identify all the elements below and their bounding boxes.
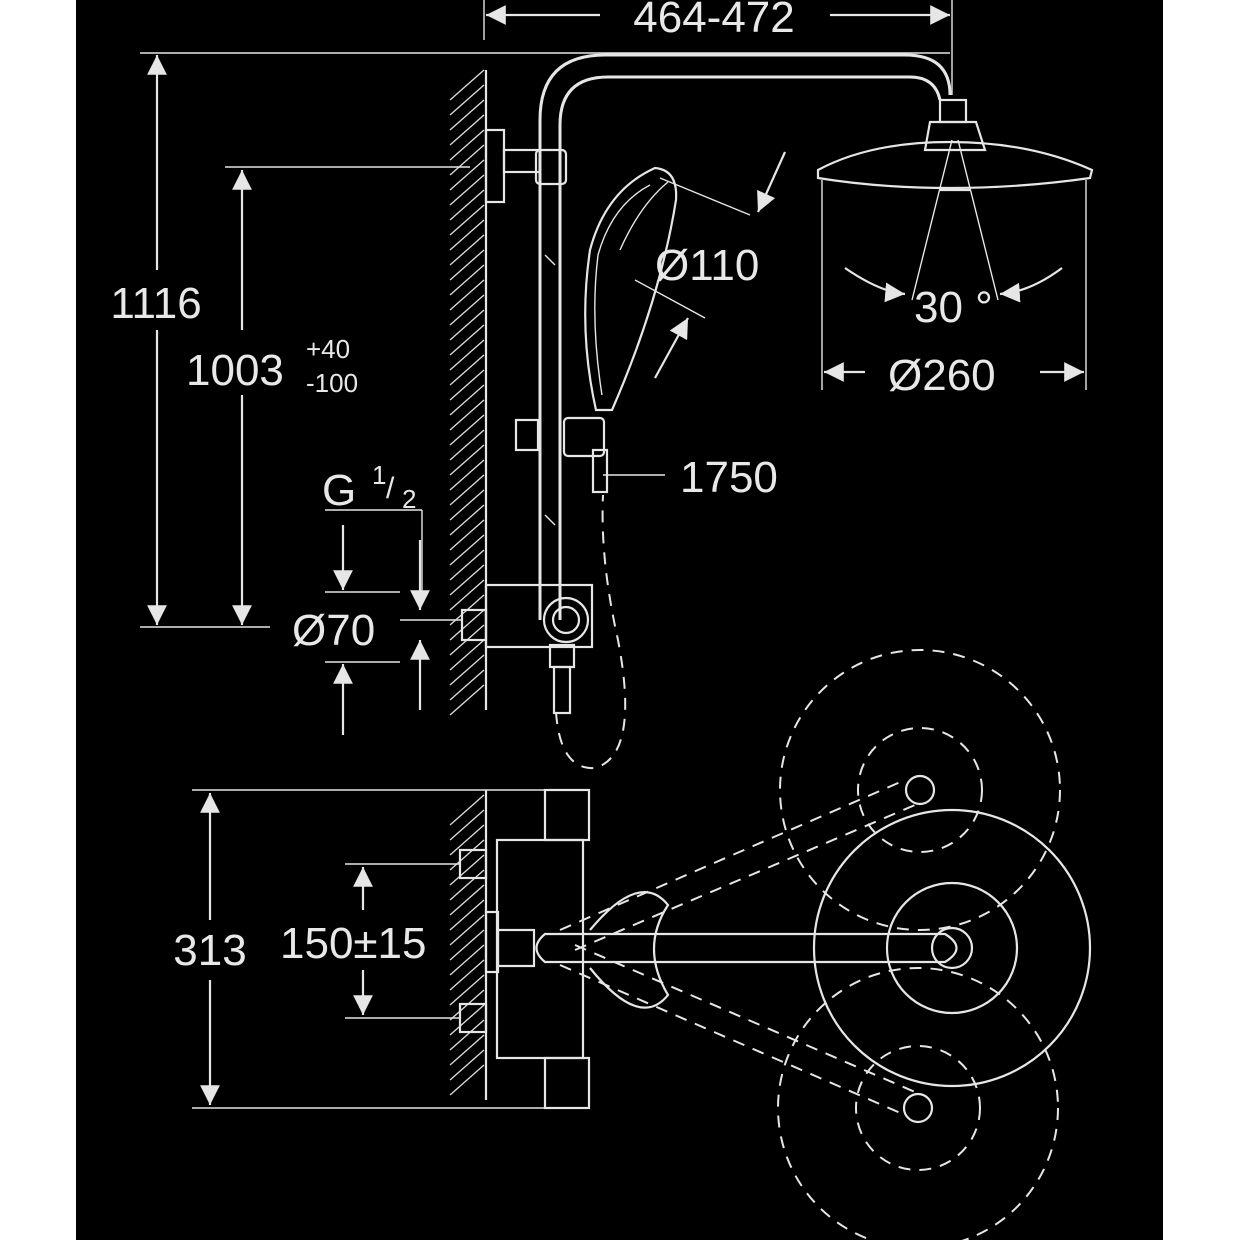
hatch-line	[449, 354, 485, 386]
hatch-line	[449, 899, 485, 931]
hatch-line	[449, 654, 485, 686]
hatch-line	[449, 309, 485, 341]
hatch-line	[449, 264, 485, 296]
hatch-line	[449, 794, 485, 826]
hatch-line	[449, 1064, 485, 1096]
hatch-line	[449, 534, 485, 566]
hatch-line	[449, 159, 485, 191]
hatch-line	[449, 444, 485, 476]
hatch-line	[449, 399, 485, 431]
hatch-line	[449, 884, 485, 916]
hatch-line	[449, 1034, 485, 1066]
hatch-line	[449, 324, 485, 356]
hatch-line	[449, 1049, 485, 1081]
shower-riser	[484, 53, 952, 620]
hatch-line	[449, 579, 485, 611]
hatch-line	[449, 519, 485, 551]
hatch-line	[449, 369, 485, 401]
label-mount-tol-plus: +40	[306, 334, 350, 364]
hatch-line	[449, 959, 485, 991]
label-thread-den: 2	[402, 484, 416, 514]
swing-positions	[559, 649, 1061, 1245]
hatch-line	[449, 189, 485, 221]
hatch-line	[449, 609, 485, 641]
label-outlet-dia: Ø70	[292, 606, 375, 655]
label-centers: 150±15	[280, 919, 427, 968]
hatch-line	[449, 84, 485, 116]
hatch-line	[449, 824, 485, 856]
hatch-line	[449, 669, 485, 701]
head-shower-side: 30 °	[816, 98, 1094, 332]
svg-text:/: /	[386, 472, 395, 505]
label-hand-dia: Ø110	[655, 241, 759, 290]
dim-total-height: 1116	[110, 52, 950, 628]
label-depth: 313	[173, 926, 246, 975]
hatch-line	[449, 549, 485, 581]
hatch-line	[449, 489, 485, 521]
hatch-line	[449, 414, 485, 446]
thermostat-body	[400, 583, 594, 715]
hatch-line	[449, 204, 485, 236]
hatch-line	[449, 869, 485, 901]
label-total-height: 1116	[110, 279, 201, 328]
dim-head-span: 464-472	[483, 0, 953, 95]
hatch-line	[449, 1004, 485, 1036]
hatch-line	[449, 99, 485, 131]
dim-mount-height: 1003 +40 -100	[186, 166, 470, 625]
hatch-line	[449, 1019, 485, 1051]
hatch-line	[449, 294, 485, 326]
hatch-line	[449, 854, 485, 886]
shower-arm-top	[535, 808, 1092, 1088]
label-thread-num: 1	[372, 460, 386, 490]
hatch-line	[449, 639, 485, 671]
label-mount-height: 1003	[186, 346, 284, 395]
hatch-line	[449, 974, 485, 1006]
label-thread-g: G	[322, 466, 356, 515]
hatch-line	[449, 684, 485, 716]
hatch-line	[449, 839, 485, 871]
hatch-line	[449, 339, 485, 371]
hatch-line	[449, 219, 485, 251]
hatch-line	[449, 929, 485, 961]
drawing-panel	[76, 0, 1163, 1240]
dim-depth: 313	[173, 789, 590, 1109]
hand-shower: Ø110	[584, 151, 787, 412]
dim-thread: G 1 / 2	[322, 460, 423, 595]
shower-hose	[555, 494, 627, 770]
hatch-line	[449, 129, 485, 161]
dim-hose-length: 1750	[603, 453, 778, 502]
dim-outlet: Ø70	[292, 525, 430, 735]
hatch-line	[449, 504, 485, 536]
hatch-line	[449, 249, 485, 281]
hatch-line	[449, 144, 485, 176]
label-spray-angle: 30 °	[914, 283, 993, 332]
hatch-line	[449, 564, 485, 596]
hatch-line	[449, 384, 485, 416]
hatch-line	[449, 429, 485, 461]
hatch-line	[449, 459, 485, 491]
hatch-line	[449, 944, 485, 976]
label-head-span: 464-472	[633, 0, 794, 42]
hatch-line	[449, 474, 485, 506]
hatch-line	[449, 69, 485, 101]
hatch-line	[449, 114, 485, 146]
label-head-dia: Ø260	[888, 351, 996, 400]
label-mount-tol-minus: -100	[306, 368, 358, 398]
hatch-line	[449, 174, 485, 206]
label-hose-len: 1750	[680, 453, 778, 502]
hatch-line	[449, 234, 485, 266]
hatch-line	[449, 914, 485, 946]
dim-head-dia: Ø260	[821, 180, 1087, 400]
hatch-line	[449, 279, 485, 311]
hatch-line	[449, 809, 485, 841]
dim-centers: 150±15	[280, 863, 460, 1019]
